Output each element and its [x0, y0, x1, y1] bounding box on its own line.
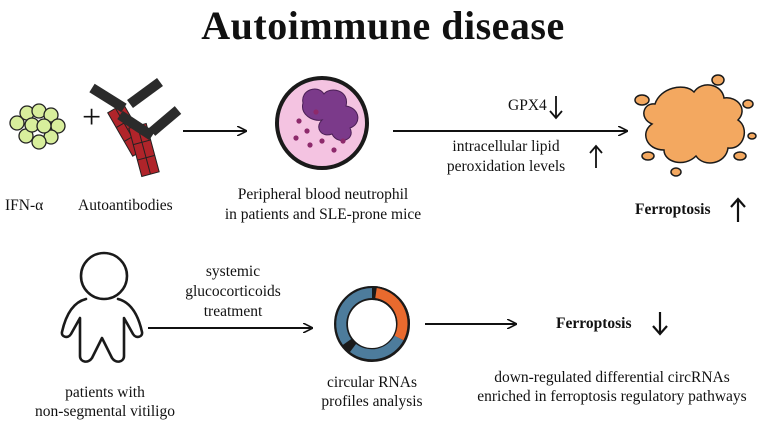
page-title: Autoimmune disease	[201, 3, 565, 48]
arrow-down-icon	[549, 96, 563, 120]
autoantibodies-label: Autoantibodies	[78, 197, 173, 214]
lipid-label-line1: intracellular lipid	[452, 138, 560, 155]
circular-rna-icon	[334, 286, 410, 362]
ifn-alpha-label: IFN-α	[5, 197, 44, 214]
arrow-up-icon	[589, 144, 603, 168]
ferroptotic-cell-icon	[634, 74, 757, 177]
ifn-cell-cluster-icon	[9, 103, 66, 150]
treatment-label-line1: systemic	[205, 263, 261, 280]
gpx4-label: GPX4	[508, 97, 547, 114]
autoantibody-icon	[89, 77, 182, 178]
treatment-label-line2: glucocorticoids	[185, 283, 281, 300]
arrow-down-icon	[652, 312, 668, 336]
plus-sign: +	[82, 99, 102, 136]
ferroptosis-label-bottom: Ferroptosis	[556, 315, 632, 332]
neutrophil-label-line2: in patients and SLE-prone mice	[224, 206, 422, 223]
circrna-label-line2: profiles analysis	[321, 393, 423, 410]
neutrophil-label-line1: Peripheral blood neutrophil	[237, 186, 409, 203]
patients-label-line2: non-segmental vitiligo	[35, 403, 175, 420]
treatment-label-line3: treatment	[203, 303, 263, 320]
arrow-up-icon	[730, 197, 746, 222]
patients-label-line1: patients with	[65, 384, 145, 401]
lipid-label-line2: peroxidation levels	[446, 158, 566, 175]
neutrophil-icon	[275, 76, 369, 170]
ferroptosis-label-top: Ferroptosis	[635, 201, 711, 218]
downreg-label-line1: down-regulated differential circRNAs	[494, 369, 730, 386]
circrna-label-line1: circular RNAs	[327, 374, 417, 391]
downreg-label-line2: enriched in ferroptosis regulatory pathw…	[477, 388, 747, 405]
person-icon	[60, 251, 144, 363]
